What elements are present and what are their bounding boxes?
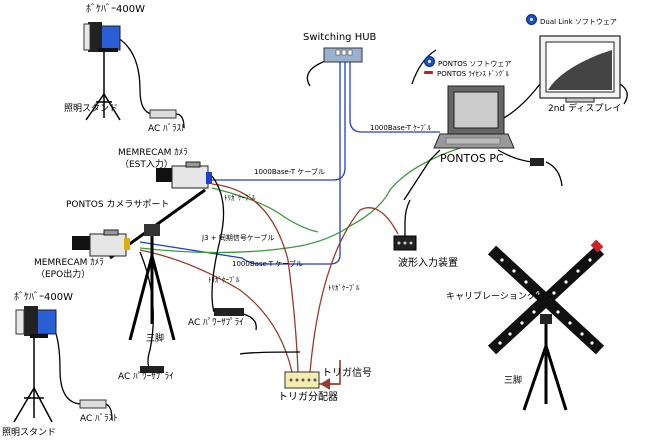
lan-cable-hub-est [212, 62, 346, 181]
cable-1000base-est-label: 1000Base-T ケーブル [254, 168, 325, 176]
second-display-monitor [539, 35, 621, 103]
trigger-cable-2-label: ﾄﾘｶﾞｹｰﾌﾞﾙ [208, 276, 240, 284]
ballast-top [149, 109, 177, 119]
j3-sync-cable-label: J3 + 同期信号ケーブル [202, 234, 275, 242]
ac-power-supply-2-box [140, 366, 164, 373]
stand-bottom [13, 338, 53, 423]
second-display-label: 2nd ディスプレイ [548, 104, 622, 114]
cable-1000base-epo-label: 1000Base-T ケーブル [232, 260, 303, 268]
disc-icon [526, 14, 537, 25]
trigger-cable-1-label: ﾄﾘｶﾞｹｰﾌﾞﾙ [224, 194, 256, 202]
memrecam-est-sub-label: （EST入力） [120, 160, 173, 170]
stand-top [85, 52, 121, 121]
memrecam-est-label: MEMRECAM ｶﾒﾗ [118, 148, 188, 158]
ballast-bottom [79, 399, 107, 409]
ac-power-supply-1-box [214, 308, 244, 316]
pontos-camera-support-label: PONTOS カメラサポート [66, 200, 170, 210]
ac-power-supply-1-label: AC ﾊﾟﾜｰｻﾌﾟﾗｲ [188, 318, 244, 328]
trigger-signal-label: トリガ信号 [322, 368, 372, 379]
trigger-cable-epo [139, 249, 293, 373]
lan-cable-hub-epo [139, 62, 341, 265]
pontos-pc-label: PONTOS PC [440, 152, 504, 165]
trigger-distributor-label: トリガ分配器 [278, 392, 338, 403]
memrecam-epo-sub-label: （EPO出力） [36, 270, 91, 280]
trigger-arrow [320, 378, 330, 390]
pc-small-box [530, 158, 544, 166]
camera-epo [72, 229, 130, 257]
lamp-top [83, 22, 121, 52]
stand-bottom-label: 照明スタンド [2, 428, 57, 438]
tripod-left-label: 三脚 [146, 334, 165, 344]
tripod-right [522, 314, 568, 411]
dongle-icon [424, 71, 433, 74]
waveform-input-label: 波形入力装置 [398, 258, 458, 269]
switching-hub-label: Switching HUB [303, 32, 377, 43]
switching-hub [323, 47, 363, 63]
pontos-pc [433, 85, 515, 149]
lan-cable-hub-pc [349, 62, 440, 133]
lamp-bottom [15, 306, 57, 338]
dual-link-software-label: Dual Link ソフトウェア [526, 14, 617, 27]
tripod-left [128, 232, 176, 341]
calibration-cross [487, 239, 605, 355]
trigger-cable-wave [309, 207, 399, 373]
lamp-top-label: ﾎﾞｹﾊﾞｰ400W [86, 4, 145, 15]
calibration-cross-label: キャリブレーションクロス [446, 292, 554, 302]
trigger-distributor-box [284, 371, 320, 389]
disc-icon [424, 56, 435, 67]
camera-est [156, 161, 212, 189]
pontos-software-label: PONTOS ソフトウェア [424, 56, 511, 69]
cable-1000base-pc-label: 1000Base-T ｹｰﾌﾞﾙ [370, 124, 431, 132]
pontos-license-label: PONTOS ﾗｲｾﾝｽ ﾄﾞﾝｸﾞﾙ [424, 70, 509, 79]
ballast-bottom-label: AC ﾊﾞﾗｽﾄ [80, 414, 118, 424]
memrecam-epo-label: MEMRECAM ｶﾒﾗ [34, 258, 104, 268]
ballast-top-label: AC ﾊﾞﾗｽﾄ [148, 124, 186, 134]
trigger-cable-3-label: ﾄﾘｶﾞｹｰﾌﾞﾙ [328, 284, 360, 292]
stand-top-label: 照明スタンド [64, 104, 119, 114]
trigger-cable-est [211, 183, 299, 373]
wave-pc-cable [404, 199, 411, 236]
lamp-bottom-label: ﾎﾞｹﾊﾞｰ400W [14, 292, 73, 303]
tripod-right-label: 三脚 [504, 376, 523, 386]
sync-cable-est [211, 187, 319, 233]
waveform-input-device [393, 235, 417, 251]
ac-power-supply-2-label: AC ﾊﾟﾜｰｻﾌﾟﾗｲ [118, 372, 174, 382]
